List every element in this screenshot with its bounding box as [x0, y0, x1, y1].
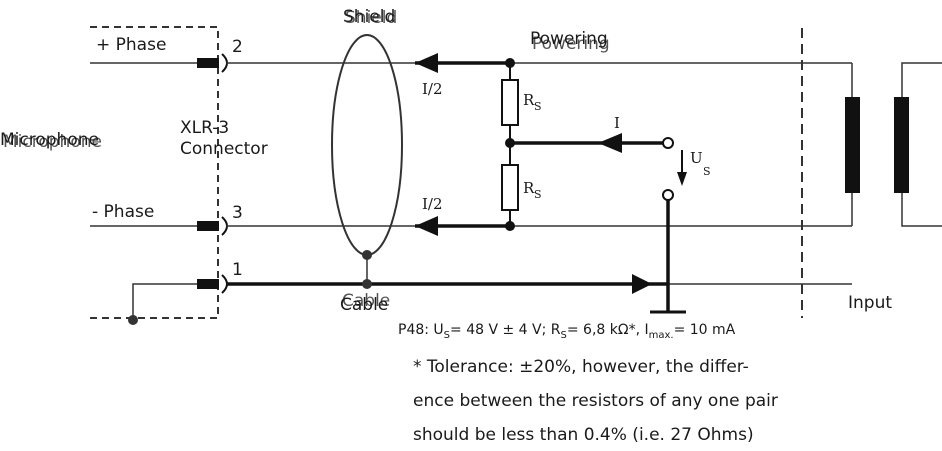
microphone-label: Microphone	[0, 130, 99, 150]
transformer-primary-coil	[845, 97, 860, 193]
supply-voltage-sub: S	[703, 165, 711, 178]
shield-label-ghost: Shield	[345, 8, 397, 28]
xlr-label-line1: XLR-3	[180, 118, 229, 138]
powering-label-ghost: Powering	[532, 34, 610, 54]
pin-2-contact	[197, 58, 219, 68]
pin-3-label: 3	[232, 203, 243, 223]
cable-label-ghost: Cable	[342, 291, 390, 311]
us-value: = 48 V ± 4 V; R	[450, 322, 561, 338]
supply-current-label: I	[614, 114, 620, 132]
shield-label: Shield	[343, 7, 395, 27]
cable-ground-node	[362, 279, 372, 289]
imax-value: = 10 mA	[673, 322, 736, 338]
transformer-secondary-coil	[894, 97, 909, 193]
bottom-half-current-arrow	[415, 216, 438, 236]
supply-terminal-top	[662, 137, 674, 149]
imax-sub: max.	[648, 329, 674, 341]
voltage-arrow-head	[677, 172, 687, 186]
mic-ground-wire	[132, 283, 197, 320]
bottom-half-current-label: I/2	[422, 195, 443, 213]
tolerance-note-line-2: ence between the resistors of any one pa…	[413, 391, 778, 411]
input-label: Input	[848, 293, 892, 313]
powering-top-node	[505, 58, 515, 68]
rs-value: = 6,8 kΩ*, I	[566, 322, 649, 338]
supply-current-arrow	[598, 133, 622, 153]
xlr-label-line2: Connector	[180, 139, 268, 159]
p48-prefix: P48: U	[398, 322, 444, 338]
powering-label: Powering	[530, 29, 608, 49]
transformer-secondary-leads	[901, 62, 942, 227]
plus-phase-label: + Phase	[96, 35, 166, 55]
pin-1-label: 1	[232, 260, 243, 280]
top-half-current-label: I/2	[422, 80, 443, 98]
top-half-current-arrow	[415, 53, 438, 73]
mic-ground-node	[128, 315, 138, 325]
tolerance-note-line-1: * Tolerance: ±20%, however, the differ-	[413, 357, 749, 377]
resistor-bottom-sub: S	[534, 188, 542, 201]
minus-phase-label: - Phase	[92, 202, 154, 222]
us-sub: S	[443, 329, 451, 341]
pin-1-contact	[197, 279, 219, 289]
shield-ellipse	[331, 34, 403, 256]
microphone-label-ghost: Microphone	[3, 132, 102, 152]
rs-sub: S	[560, 329, 567, 341]
resistor-bottom-label: R	[523, 179, 535, 197]
ground-current-arrow	[632, 274, 652, 294]
resistor-top-label: R	[523, 91, 535, 109]
resistor-bottom	[501, 164, 519, 211]
tolerance-note-line-3: should be less than 0.4% (i.e. 27 Ohms)	[413, 425, 754, 445]
xlr-connector-boundary	[90, 26, 219, 319]
pin-3-contact	[197, 221, 219, 231]
supply-voltage-label: U	[690, 149, 703, 167]
powering-bottom-node	[505, 221, 515, 231]
supply-terminal-bottom	[662, 189, 674, 201]
cable-label: Cable	[340, 295, 388, 315]
resistor-top	[501, 79, 519, 126]
resistor-top-sub: S	[534, 100, 542, 113]
p48-spec-line: P48: US= 48 V ± 4 V; RS= 6,8 kΩ*, Imax.=…	[398, 322, 735, 341]
pin-2-label: 2	[232, 37, 243, 57]
